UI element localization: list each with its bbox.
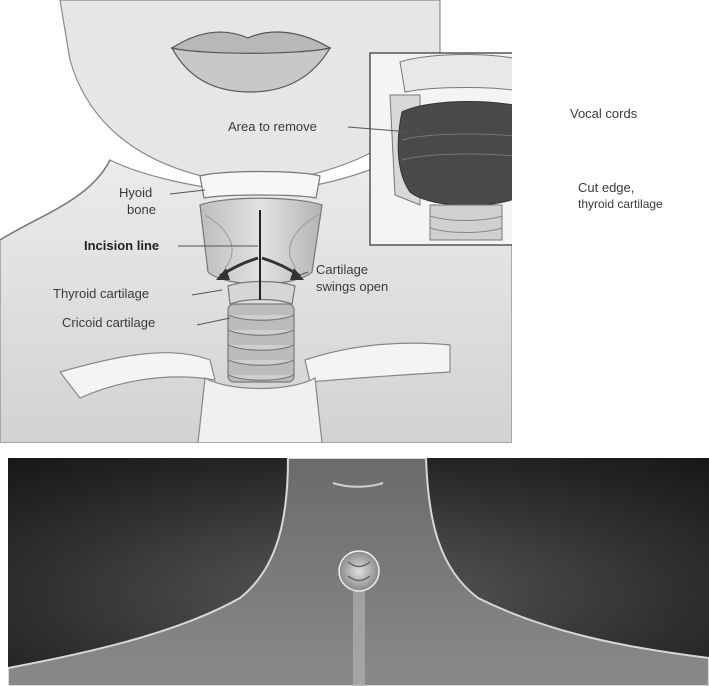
label-hyoid-line1: Hyoid — [119, 185, 152, 200]
label-cut-edge-line2: thyroid cartilage — [578, 197, 663, 212]
larynx-glow — [339, 551, 379, 591]
label-area-to-remove: Area to remove — [228, 119, 317, 134]
label-cricoid-cartilage: Cricoid cartilage — [62, 315, 155, 330]
neck-xray-render — [8, 458, 709, 686]
label-incision-line: Incision line — [84, 238, 159, 253]
xray-artwork — [8, 458, 709, 686]
label-hyoid-line2: bone — [127, 202, 156, 217]
label-swings-line2: swings open — [316, 279, 388, 294]
label-cut-edge-line1: Cut edge, — [578, 180, 634, 195]
label-swings-line1: Cartilage — [316, 262, 368, 277]
label-thyroid-cartilage: Thyroid cartilage — [53, 286, 149, 301]
hyoid-bone — [200, 172, 320, 199]
vocal-cords-shape — [398, 102, 512, 206]
trachea — [228, 304, 294, 382]
larynx-surgery-illustration: Area to remove Hyoid bone Incision line … — [0, 0, 512, 443]
label-vocal-cords: Vocal cords — [570, 106, 637, 121]
trachea-glow — [353, 588, 365, 686]
illustration-artwork — [0, 0, 512, 443]
